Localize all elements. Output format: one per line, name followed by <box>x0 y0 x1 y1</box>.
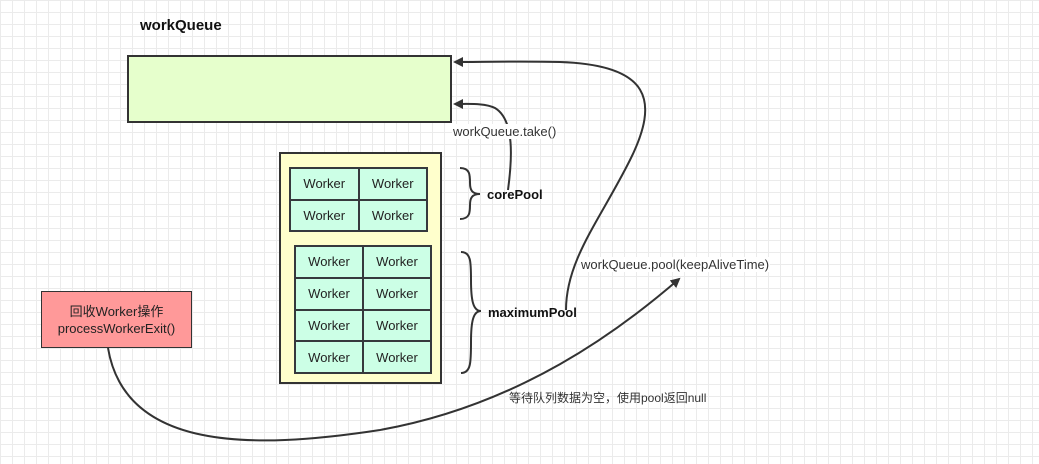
core-worker: Worker <box>358 168 427 200</box>
max-worker: Worker <box>363 341 431 373</box>
core-pool-brace <box>459 167 481 220</box>
work-queue-box <box>127 55 452 123</box>
recycle-line-2: processWorkerExit() <box>57 320 176 336</box>
maximum-pool-brace <box>460 251 482 374</box>
core-pool-grid: Worker Worker Worker Worker <box>289 167 428 232</box>
recycle-worker-box: 回收Worker操作 processWorkerExit() <box>41 291 192 348</box>
maximum-pool-label: maximumPool <box>488 305 577 320</box>
recycle-line-1: 回收Worker操作 <box>69 303 164 319</box>
max-worker: Worker <box>295 246 363 278</box>
max-to-queue-arrow <box>453 56 647 311</box>
max-worker: Worker <box>295 309 363 342</box>
max-worker: Worker <box>363 277 431 310</box>
core-worker: Worker <box>358 199 427 231</box>
take-label: workQueue.take() <box>452 124 558 139</box>
max-worker: Worker <box>363 246 431 278</box>
max-worker: Worker <box>295 341 363 373</box>
max-worker: Worker <box>363 309 431 342</box>
max-worker: Worker <box>295 277 363 310</box>
core-worker: Worker <box>290 199 359 231</box>
core-worker: Worker <box>290 168 359 200</box>
recycle-to-poll-arrow <box>107 277 681 442</box>
poll-label: workQueue.pool(keepAliveTime) <box>580 257 771 272</box>
empty-queue-note: 等待队列数据为空，使用pool返回null <box>509 391 707 405</box>
core-pool-label: corePool <box>487 187 543 202</box>
maximum-pool-grid: Worker Worker Worker Worker Worker Worke… <box>294 245 432 374</box>
take-arrow <box>453 98 512 191</box>
work-queue-title: workQueue <box>140 17 222 34</box>
